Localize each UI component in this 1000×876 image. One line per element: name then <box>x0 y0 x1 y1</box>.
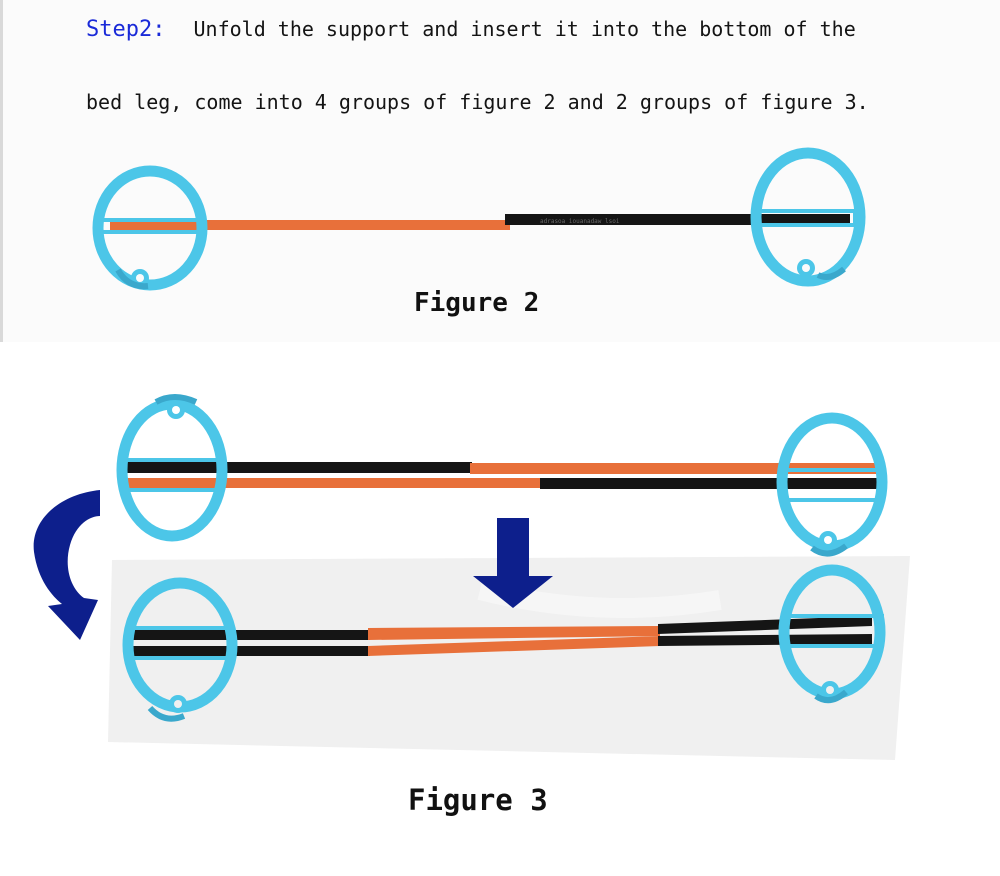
figure-2-caption: Figure 2 <box>414 288 540 318</box>
figure-3-caption: Figure 3 <box>408 783 548 817</box>
fig3-upper-left-ring <box>116 394 228 542</box>
figure-2-photo: adrasoa iouanadaw lsoi <box>92 147 866 291</box>
curved-arrow-icon <box>33 490 100 640</box>
fig2-left-ring <box>92 165 208 291</box>
fig2-right-ring <box>750 147 866 287</box>
rod-print: adrasoa iouanadaw lsoi <box>540 218 620 225</box>
fig3-lower-right-ring <box>778 564 886 704</box>
instruction-line-1: Step2: Unfold the support and insert it i… <box>86 12 856 46</box>
down-arrow-icon <box>473 518 553 608</box>
fig2-rod: adrasoa iouanadaw lsoi <box>110 214 850 230</box>
instruction-text-1: Unfold the support and insert it into th… <box>193 17 856 41</box>
fig3-lower-unit <box>122 564 886 722</box>
instruction-line-2: bed leg, come into 4 groups of figure 2 … <box>86 90 869 114</box>
fig3-lower-left-ring <box>122 577 238 722</box>
fig3-upper-unit <box>116 394 888 557</box>
step-label: Step2: <box>86 17 166 42</box>
fig3-upper-right-ring <box>776 412 888 557</box>
left-edge-divider <box>0 0 3 342</box>
